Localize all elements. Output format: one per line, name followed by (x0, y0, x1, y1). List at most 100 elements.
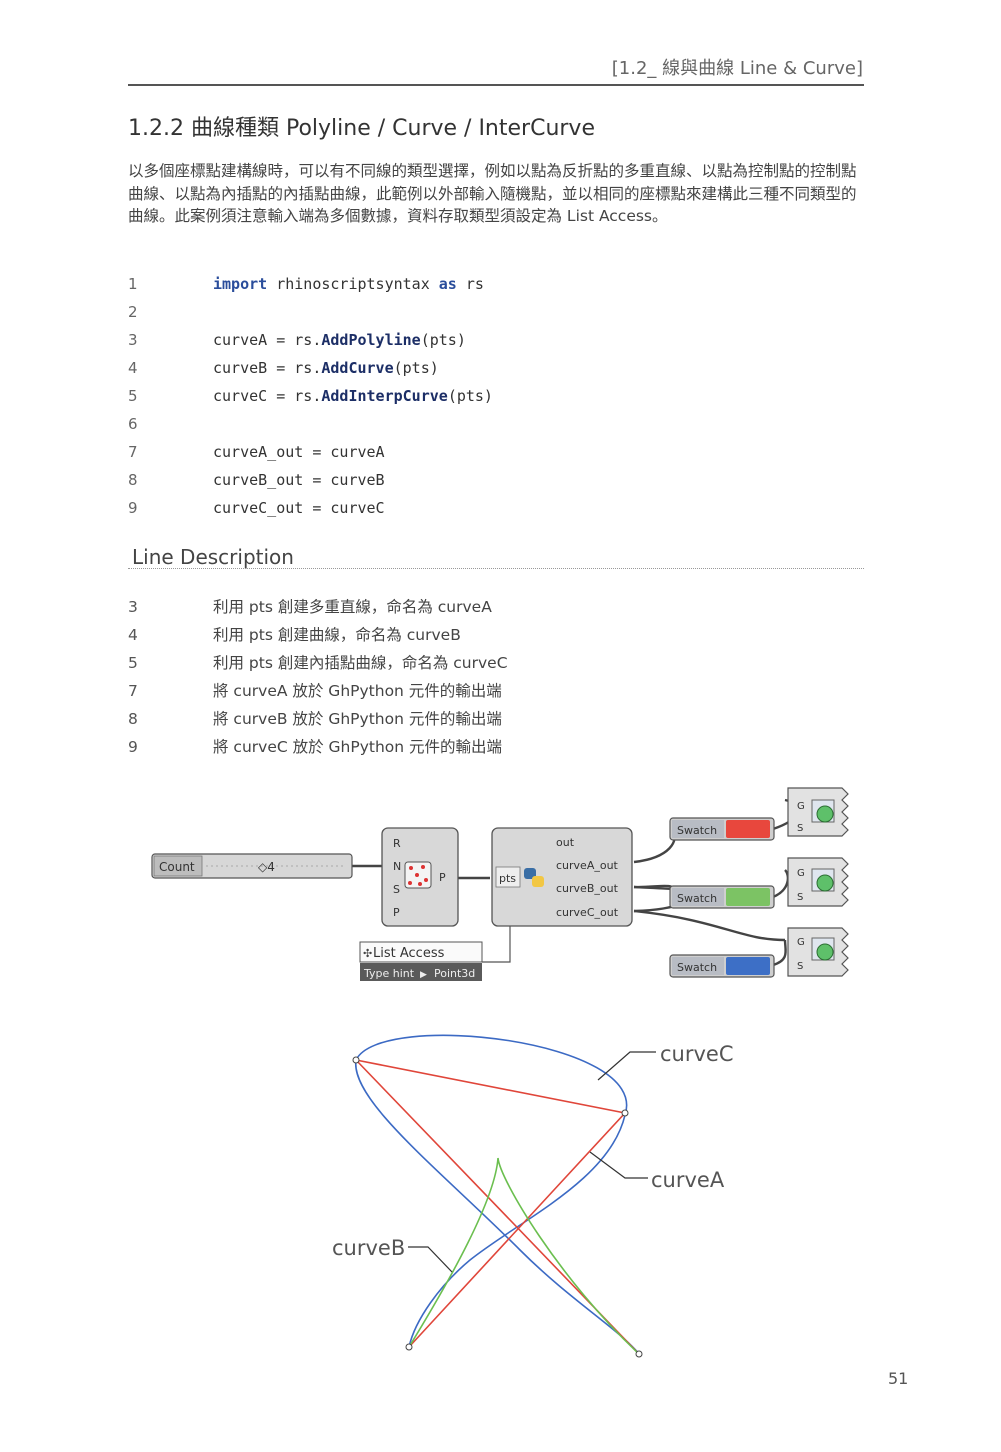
python-output-curveA: curveA_out (556, 859, 619, 872)
code-token: (pts) (393, 359, 439, 377)
curveB-leader (408, 1246, 453, 1273)
swatch-1-label: Swatch (677, 824, 717, 837)
line-number: 1 (128, 275, 138, 293)
type-hint-value: Point3d (434, 967, 475, 980)
list-access-icon: ✣ (363, 947, 372, 960)
swatch-2-color (726, 888, 770, 906)
code-text: curveB = rs.AddCurve(pts) (213, 354, 439, 382)
custom-preview-1[interactable]: G S (787, 787, 849, 837)
code-function: AddPolyline (321, 331, 421, 349)
description-text: 利用 pts 創建曲線，命名為 curveB (213, 626, 461, 644)
wire-out-to-swatch1 (633, 829, 676, 864)
python-input-pts: pts (499, 872, 516, 885)
code-token: curveC = rs. (213, 387, 322, 405)
code-token: (pts) (447, 387, 493, 405)
curveC-leader (597, 1051, 656, 1081)
preview-2-g-port: G (797, 868, 805, 879)
populate-icon (404, 861, 432, 889)
description-text: 將 curveA 放於 GhPython 元件的輸出端 (213, 682, 502, 700)
python-output-curveB: curveB_out (556, 882, 619, 895)
slider-label: Count (159, 860, 195, 874)
line-number: 6 (128, 415, 138, 433)
description-row: 7 將 curveA 放於 GhPython 元件的輸出端 (128, 677, 864, 705)
page-number: 51 (888, 1369, 909, 1388)
description-text: 利用 pts 創建多重直線，命名為 curveA (213, 598, 492, 616)
populate-component[interactable]: R N S P P (381, 827, 459, 927)
wire-swatch2-to-preview (772, 869, 790, 899)
line-number: 4 (128, 626, 138, 644)
curveB-label: curveB (332, 1236, 405, 1260)
custom-preview-3[interactable]: G S (787, 927, 849, 977)
line-description-title: Line Description (132, 545, 294, 569)
code-token: curveB_out = curveB (213, 471, 385, 489)
swatch-2[interactable]: Swatch (669, 885, 775, 909)
code-text: curveB_out = curveB (213, 466, 385, 494)
section-title: 1.2.2 曲線種類 Polyline / Curve / InterCurve (128, 116, 595, 141)
code-token: (pts) (420, 331, 466, 349)
description-row: 5 利用 pts 創建內插點曲線，命名為 curveC (128, 649, 864, 677)
description-text: 將 curveB 放於 GhPython 元件的輸出端 (213, 710, 502, 728)
description-text: 將 curveC 放於 GhPython 元件的輸出端 (213, 738, 503, 756)
line-number: 3 (128, 331, 138, 349)
swatch-2-label: Swatch (677, 892, 717, 905)
header-rule (128, 84, 864, 86)
description-text: 利用 pts 創建內插點曲線，命名為 curveC (213, 654, 508, 672)
ghpython-component[interactable]: pts out curveA_out curveB_out curveC_out (491, 827, 633, 927)
wire-swatch3-to-preview (772, 939, 787, 967)
populate-input-p: P (393, 906, 400, 919)
python-output-out: out (556, 836, 575, 849)
custom-preview-2[interactable]: G S (787, 857, 849, 907)
list-access-item[interactable]: List Access (373, 946, 445, 961)
code-text: curveC = rs.AddInterpCurve(pts) (213, 382, 493, 410)
populate-input-s: S (393, 883, 400, 896)
line-number: 3 (128, 598, 138, 616)
code-function: AddCurve (321, 359, 394, 377)
preview-1-s-port: S (797, 823, 803, 834)
curveB-line (408, 1157, 640, 1355)
line-description-rule (128, 568, 864, 569)
code-token: curveC_out = curveC (213, 499, 385, 517)
code-token: rs (456, 275, 484, 293)
populate-input-r: R (393, 837, 401, 850)
preview-2-s-port: S (797, 892, 803, 903)
curveC-label: curveC (660, 1042, 734, 1066)
code-token: curveB = rs. (213, 359, 322, 377)
preview-1-g-port: G (797, 801, 805, 812)
populate-input-n: N (393, 860, 401, 873)
code-text: import rhinoscriptsyntax as rs (213, 270, 484, 298)
type-hint-label: Type hint (363, 967, 415, 980)
line-number: 8 (128, 710, 138, 728)
type-hint-arrow-icon: ▶ (420, 970, 427, 980)
code-keyword: import (213, 275, 268, 293)
curve-control-points (352, 1056, 643, 1358)
curveA-label: curveA (651, 1168, 725, 1192)
running-header: [1.2_ 線與曲線 Line & Curve] (611, 58, 863, 79)
count-slider[interactable]: Count ◇4 (151, 853, 353, 879)
description-row: 8 將 curveB 放於 GhPython 元件的輸出端 (128, 705, 864, 733)
context-menu[interactable]: List Access ✣ Type hint ▶ Point3d (359, 941, 483, 981)
swatch-1[interactable]: Swatch (669, 817, 775, 841)
swatch-3-label: Swatch (677, 961, 717, 974)
python-output-curveC: curveC_out (556, 906, 619, 919)
code-token: curveA_out = curveA (213, 443, 385, 461)
code-text: curveA_out = curveA (213, 438, 385, 466)
code-text: curveA = rs.AddPolyline(pts) (213, 326, 466, 354)
curve-plot-figure: curveC curveA curveB (332, 1034, 734, 1358)
grasshopper-definition-figure: Count ◇4 R N S P P pts out curveA_out cu… (151, 787, 849, 981)
code-token: curveA = rs. (213, 331, 322, 349)
curveC-line (355, 1034, 640, 1355)
wire-curveA-to-swatch2 (633, 884, 675, 897)
line-number: 4 (128, 359, 138, 377)
preview-3-g-port: G (797, 937, 805, 948)
wire-curveC-to-preview3 (633, 909, 786, 942)
line-number: 5 (128, 654, 138, 672)
swatch-3[interactable]: Swatch (669, 954, 775, 978)
line-number: 7 (128, 682, 138, 700)
preview-3-s-port: S (797, 961, 803, 972)
intro-paragraph: 以多個座標點建構線時，可以有不同線的類型選擇，例如以點為反折點的多重直線、以點為… (128, 162, 857, 225)
line-number: 8 (128, 471, 138, 489)
line-number: 5 (128, 387, 138, 405)
line-number: 2 (128, 303, 138, 321)
description-row: 4 利用 pts 創建曲線，命名為 curveB (128, 621, 864, 649)
